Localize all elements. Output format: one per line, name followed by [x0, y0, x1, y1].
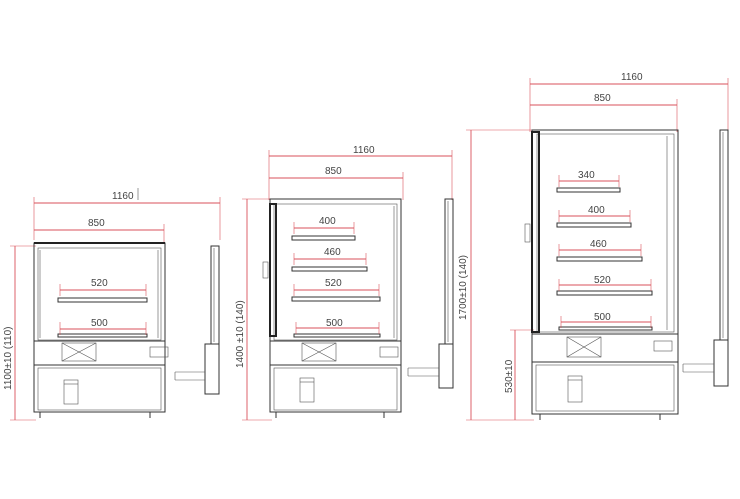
unit-large-shelf-4: 520	[556, 275, 653, 296]
unit-large-height-label: 1700±10 (140)	[458, 255, 469, 320]
unit-large-shelf-4-label: 520	[594, 275, 611, 286]
unit-large-shelf-3-label: 460	[590, 239, 607, 250]
unit-small-height-label: 1100±10 (110)	[3, 327, 14, 391]
unit-medium: 1160 850 1400 ±10 (140)	[235, 145, 454, 421]
unit-small-shelf-2: 500	[57, 318, 148, 338]
unit-small-cabinet	[33, 242, 169, 418]
unit-large-shelf-5: 500	[558, 312, 653, 331]
unit-medium-width-inner-dim: 850	[269, 166, 404, 200]
unit-medium-width-total-dim: 1160	[268, 145, 453, 200]
unit-medium-shelf-2: 460	[291, 247, 368, 272]
unit-medium-shelf-3: 520	[291, 278, 381, 302]
unit-medium-shelf-1: 400	[291, 216, 356, 241]
unit-medium-shelf-3-label: 520	[325, 278, 342, 289]
unit-small-width-inner-label: 850	[88, 218, 105, 229]
unit-large-base-height-dim: 530±10	[504, 329, 534, 420]
unit-large-height-dim: 1700±10 (140)	[458, 129, 534, 421]
unit-small-shelf-1: 520	[57, 278, 148, 303]
unit-large-shelf-1: 340	[556, 170, 621, 193]
unit-medium-side-profile	[407, 198, 454, 389]
unit-large: 1160 850 1700±10 (140) 530±10	[458, 72, 729, 421]
unit-medium-height-dim: 1400 ±10 (140)	[235, 198, 272, 421]
unit-large-width-inner-dim: 850	[530, 93, 678, 132]
unit-large-shelf-1-label: 340	[578, 170, 595, 181]
unit-small-shelf-1-label: 520	[91, 278, 108, 289]
unit-large-shelf-5-label: 500	[594, 312, 611, 323]
unit-large-shelf-2-label: 400	[588, 205, 605, 216]
unit-small-shelf-2-label: 500	[91, 318, 108, 329]
unit-small: 1160 850 1100±10 (110)	[3, 188, 221, 421]
unit-small-width-inner-dim: 850	[34, 218, 165, 244]
unit-large-width-inner-label: 850	[594, 93, 611, 104]
unit-medium-shelf-4-label: 500	[326, 318, 343, 329]
unit-large-side-profile	[682, 129, 729, 387]
unit-medium-cabinet	[262, 198, 402, 418]
unit-medium-height-label: 1400 ±10 (140)	[235, 300, 246, 368]
unit-small-height-dim: 1100±10 (110)	[3, 245, 36, 421]
unit-large-shelf-3: 460	[556, 239, 643, 262]
unit-large-width-total-dim: 1160	[529, 72, 729, 132]
unit-large-width-total-label: 1160	[621, 72, 643, 83]
unit-medium-shelf-4: 500	[293, 318, 381, 338]
unit-large-cabinet	[524, 129, 679, 420]
unit-small-width-total-dim: 1160	[33, 188, 221, 240]
unit-medium-shelf-2-label: 460	[324, 247, 341, 258]
unit-large-shelf-2: 400	[556, 205, 632, 228]
unit-small-side-profile	[174, 245, 220, 395]
unit-medium-width-inner-label: 850	[325, 166, 342, 177]
unit-medium-width-total-label: 1160	[353, 145, 375, 156]
unit-large-base-height-label: 530±10	[504, 359, 515, 393]
unit-small-width-total-label: 1160	[112, 191, 134, 202]
unit-medium-shelf-1-label: 400	[319, 216, 336, 227]
